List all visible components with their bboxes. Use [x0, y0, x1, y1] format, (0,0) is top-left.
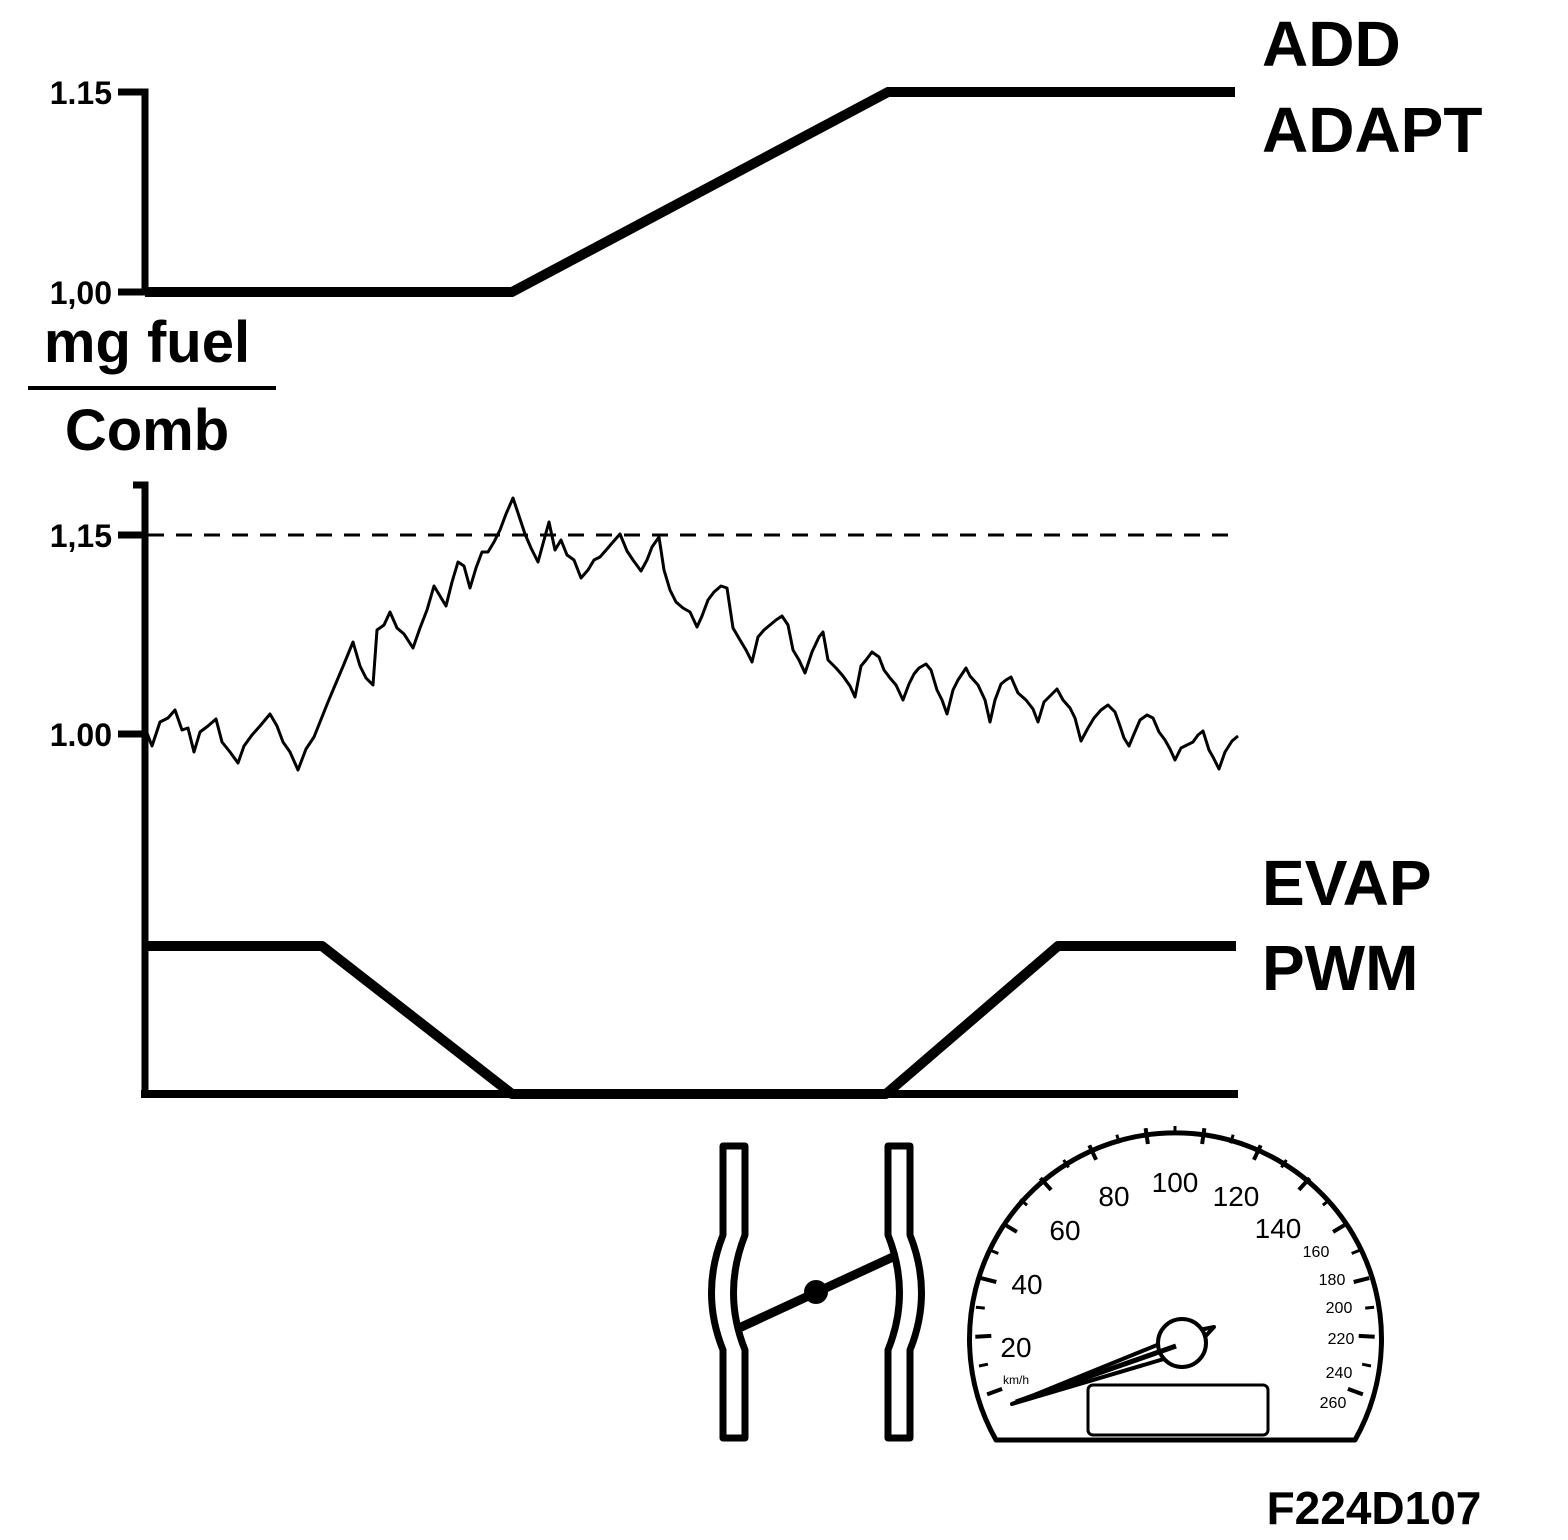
- fuel-tick-label-115: 1,15: [50, 518, 112, 554]
- speedometer-tick: [1115, 1134, 1121, 1144]
- speedometer-tick: [1200, 1127, 1207, 1145]
- speedometer-tick: [1361, 1362, 1372, 1368]
- speed-label-160: 160: [1303, 1244, 1330, 1261]
- needle-hub: [1156, 1317, 1208, 1369]
- speed-label-40: 40: [1011, 1269, 1042, 1300]
- unit-numerator: mg fuel: [44, 310, 250, 375]
- speedometer-tick: [1087, 1144, 1098, 1161]
- speedometer-tick: [975, 1333, 992, 1339]
- evap-label: EVAP: [1262, 847, 1432, 919]
- adapt-label: ADAPT: [1262, 94, 1482, 166]
- speedometer-tick-marks: [975, 1126, 1375, 1397]
- speedometer-tick: [1358, 1333, 1375, 1339]
- needle-tail: [1015, 1343, 1177, 1405]
- speedometer-face: [967, 1130, 1384, 1443]
- speedometer-tick: [1365, 1305, 1375, 1310]
- throttle-body-icon: [708, 1142, 925, 1442]
- throttle-right-wall: [884, 1142, 925, 1442]
- speed-label-120: 120: [1213, 1181, 1260, 1212]
- speed-label-100: 100: [1152, 1167, 1199, 1198]
- unit-fraction: mg fuel Comb: [28, 310, 276, 463]
- speedometer-tick: [975, 1305, 985, 1310]
- top-tick-115: 1.15: [50, 75, 112, 111]
- speedometer-tick: [1038, 1176, 1053, 1192]
- add-label: ADD: [1262, 8, 1401, 80]
- speed-label-80: 80: [1098, 1181, 1129, 1212]
- speedometer-tick: [986, 1387, 1003, 1397]
- speedometer-tick: [1019, 1198, 1029, 1207]
- evap-pwm-plot: EVAP PWM: [141, 847, 1432, 1099]
- speed-label-220: 220: [1328, 1331, 1355, 1348]
- speed-label-60: 60: [1049, 1215, 1080, 1246]
- speed-unit-label: km/h: [1003, 1373, 1029, 1387]
- speedometer-tick: [1143, 1127, 1150, 1145]
- add-adapt-axis: [118, 88, 149, 296]
- add-adapt-curve: [145, 87, 1235, 297]
- speed-label-200: 200: [1326, 1300, 1353, 1317]
- fuel-trace: [145, 496, 1239, 772]
- throttle-shaft: [804, 1280, 828, 1304]
- top-tick-100: 1,00: [50, 275, 112, 311]
- evap-pwm-curve: [145, 941, 1236, 1099]
- speedometer-tick: [1062, 1159, 1070, 1169]
- speedometer-tick: [1347, 1387, 1364, 1397]
- speedometer-tick: [1229, 1134, 1235, 1144]
- speedometer-tick: [1321, 1198, 1331, 1207]
- speedometer-tick: [980, 1276, 997, 1284]
- speedometer-icon: 20 40 60 80 100 120 140 160 180 200 220 …: [967, 1126, 1384, 1443]
- speed-label-180: 180: [1319, 1272, 1346, 1289]
- add-adapt-plot: 1.15 1,00 ADD ADAPT: [50, 8, 1483, 311]
- speedometer-tick: [1297, 1176, 1312, 1192]
- speed-label-140: 140: [1255, 1213, 1302, 1244]
- unit-denominator: Comb: [65, 398, 229, 463]
- throttle-left-wall: [708, 1142, 749, 1442]
- speed-label-20: 20: [1000, 1332, 1031, 1363]
- pwm-label: PWM: [1262, 932, 1418, 1004]
- speedometer-tick: [1002, 1221, 1018, 1234]
- figure-code: F224D107: [1267, 1482, 1482, 1534]
- speedometer-tick: [978, 1362, 989, 1368]
- fuel-axis: [133, 481, 149, 1097]
- fuel-tick-label-100: 1.00: [50, 717, 112, 753]
- speedometer-tick: [1252, 1144, 1263, 1161]
- speedometer-tick: [989, 1248, 999, 1255]
- odometer-display: [1086, 1383, 1270, 1437]
- fuel-plot: 1,15 1.00: [50, 481, 1239, 1097]
- speedometer-tick: [1332, 1221, 1348, 1234]
- speedometer-tick: [1353, 1276, 1370, 1284]
- speed-label-240: 240: [1326, 1365, 1353, 1382]
- speedometer-tick: [1351, 1248, 1361, 1255]
- speed-label-260: 260: [1320, 1395, 1347, 1412]
- speedometer-tick: [1280, 1159, 1288, 1169]
